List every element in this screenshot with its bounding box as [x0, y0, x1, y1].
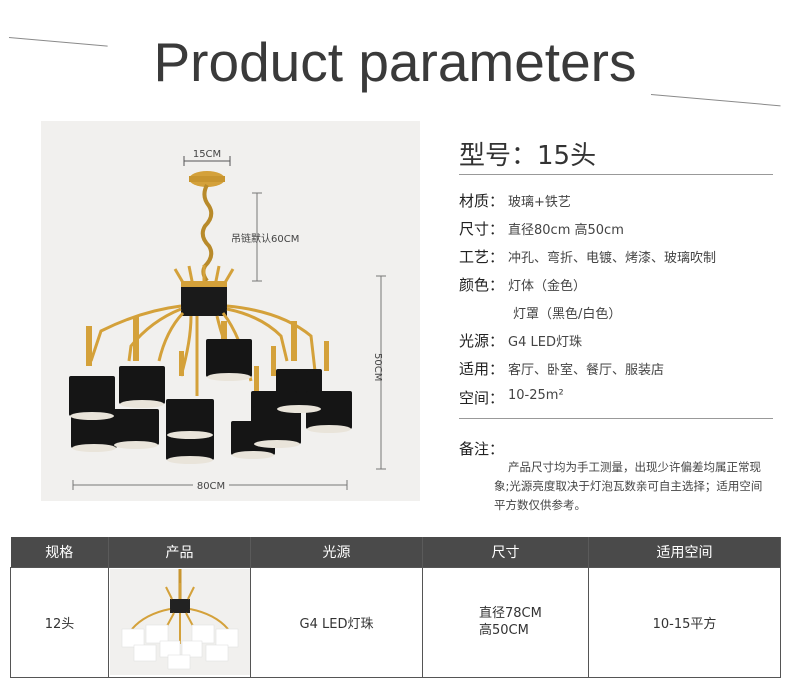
decorative-line-right	[650, 94, 781, 107]
dim-width-label: 80CM	[197, 481, 225, 492]
param-size: 尺寸：直径80cm 高50cm	[459, 220, 624, 238]
param-craft: 工艺：冲孔、弯折、电镀、烤漆、玻璃吹制	[459, 248, 717, 266]
size-height: 高50CM	[479, 623, 529, 638]
chandelier-illustration: 15CM 吊链默认60CM	[69, 149, 386, 492]
divider	[459, 174, 773, 175]
dim-chain-label: 吊链默认60CM	[231, 232, 299, 245]
cell-size: 直径78CM 高50CM	[422, 566, 589, 678]
param-light: 光源：G4 LED灯珠	[459, 332, 582, 350]
model-heading: 型号：15头	[459, 141, 597, 171]
page-title: Product parameters	[153, 31, 637, 93]
header-size: 尺寸	[422, 537, 589, 567]
param-material: 材质：玻璃+铁艺	[459, 192, 571, 210]
param-color-shade: 灯罩（黑色/白色）	[513, 307, 622, 322]
divider	[459, 418, 773, 419]
dim-height-label: 50CM	[372, 353, 383, 381]
header-space: 适用空间	[588, 537, 781, 567]
cell-product	[108, 566, 251, 678]
table-row: 12头	[10, 566, 781, 678]
cell-space: 10-15平方	[588, 566, 781, 678]
product-thumbnail	[109, 569, 250, 675]
note-text: 产品尺寸均为手工测量，出现少许偏差均属正常现象;光源亮度取决于灯泡瓦数亲可自主选…	[494, 460, 763, 512]
param-space: 空间：10-25m²	[459, 388, 564, 407]
cell-light: G4 LED灯珠	[250, 566, 423, 678]
table-header-row: 规格 产品 光源 尺寸 适用空间	[10, 537, 781, 567]
dim-top-label: 15CM	[193, 149, 221, 160]
product-photo: 15CM 吊链默认60CM	[41, 121, 420, 501]
param-usage: 适用：客厅、卧室、餐厅、服装店	[459, 360, 665, 378]
note-label: 备注：	[459, 440, 505, 458]
header-spec: 规格	[10, 537, 109, 567]
spec-table: 规格 产品 光源 尺寸 适用空间 12头	[10, 537, 781, 678]
header-light: 光源	[250, 537, 423, 567]
param-color: 颜色：灯体（金色）	[459, 276, 587, 294]
header-product: 产品	[108, 537, 251, 567]
size-diameter: 直径78CM	[479, 606, 542, 621]
cell-spec: 12头	[10, 566, 109, 678]
